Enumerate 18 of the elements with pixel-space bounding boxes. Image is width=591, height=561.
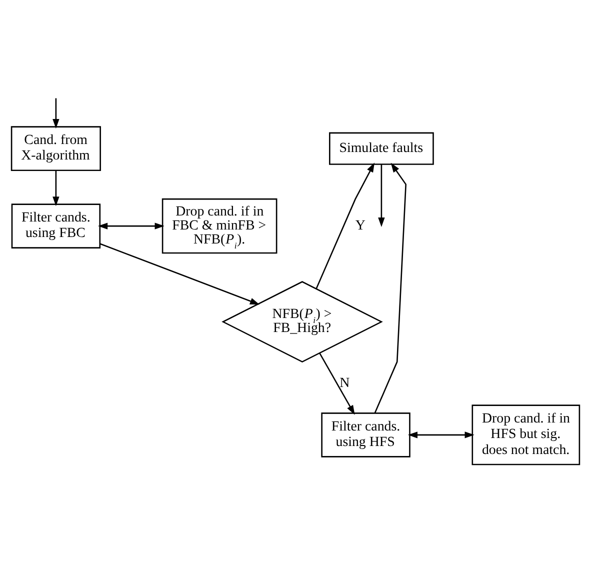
arrow [319, 352, 355, 414]
arrow [408, 431, 474, 438]
node-box: Drop cand. if in FBC & minFB > NFB(P$_{i}$). [162, 198, 278, 254]
node-box: Filter cands. using HFS [321, 412, 410, 457]
arrow [52, 98, 60, 128]
node-box: Cand. from X-algorithm [10, 126, 101, 170]
arrow [374, 162, 406, 413]
edge-label: N [340, 375, 350, 390]
node-box: Simulate faults [329, 132, 434, 164]
arrow [98, 222, 164, 229]
edge-label: Y [355, 218, 366, 233]
node-diamond: NFB(P$_{i}$) > FB_High? [222, 280, 383, 362]
node-box: Drop cand. if in HFS but sig. does not match. [472, 404, 580, 465]
arrow [100, 242, 260, 304]
arrow [378, 164, 385, 227]
arrow [316, 162, 375, 288]
arrow [52, 170, 60, 206]
node-box: Filter cands. using FBC [11, 203, 101, 248]
